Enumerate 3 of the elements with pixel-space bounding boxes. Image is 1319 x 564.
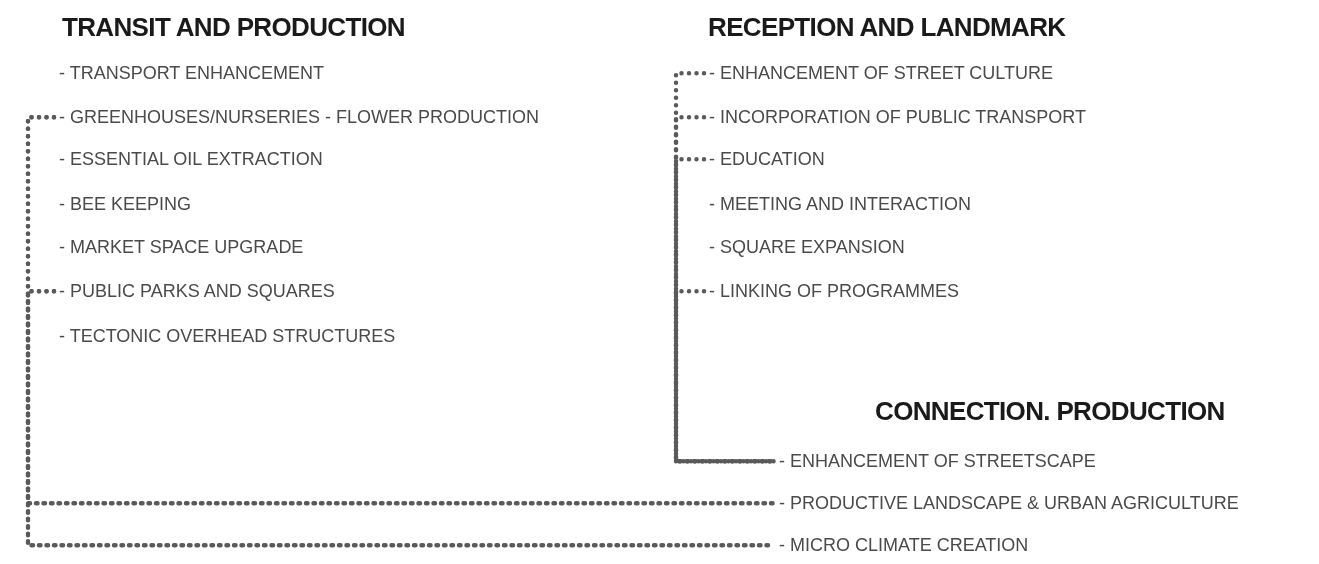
section-heading: RECEPTION AND LANDMARK [708, 14, 1066, 40]
section-heading: TRANSIT AND PRODUCTION [62, 14, 405, 40]
section-heading: CONNECTION. PRODUCTION [875, 398, 1225, 424]
